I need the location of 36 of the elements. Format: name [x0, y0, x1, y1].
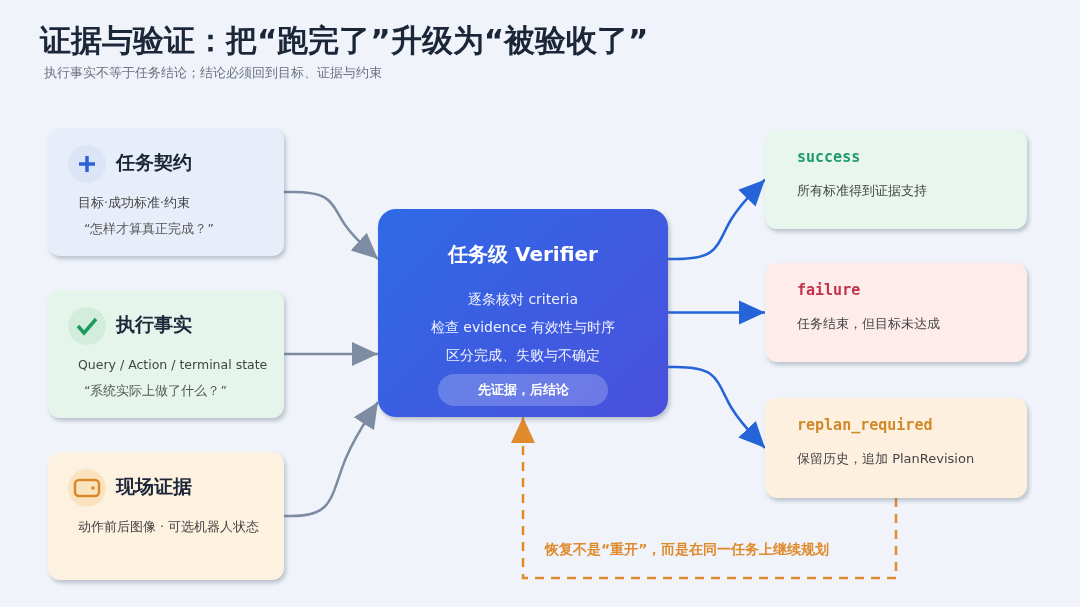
outcome-card: [765, 263, 1027, 362]
verifier-box: [378, 209, 668, 417]
outcome-description: 所有标准得到证据支持: [797, 182, 928, 200]
principle-pill: 先证据，后结论: [438, 374, 608, 406]
question-quote: “怎样才算真正完成？”: [84, 220, 215, 237]
card-description: 目标·成功标准·约束: [78, 194, 191, 211]
outcome-code: failure: [797, 281, 861, 299]
card-heading: 执行事实: [116, 312, 192, 337]
check-item: 检查 evidence 有效性与时序: [429, 319, 617, 337]
outcome-card: [765, 130, 1027, 229]
card-description: 动作前后图像 · 可选机器人状态: [78, 518, 260, 535]
edge-label: 恢复不是“重开”，而是在同一任务上继续规划: [543, 541, 832, 559]
outcome-code: replan_required: [797, 416, 933, 434]
arrow: [284, 401, 380, 518]
outcome-description: 保留历史，追加 PlanRevision: [797, 450, 976, 468]
card-heading: 任务契约: [116, 150, 192, 175]
arrow: [284, 342, 378, 366]
outcome-card: [765, 398, 1027, 498]
card-description: Query / Action / terminal state: [78, 356, 268, 373]
dashed-feedback-arrow: [511, 417, 898, 580]
question-quote: “系统实际上做了什么？”: [84, 382, 228, 399]
arrow: [668, 365, 766, 449]
title: 证据与验证：把“跑完了”升级为“被验收了”: [40, 21, 649, 60]
arrow: [668, 178, 766, 261]
outcome-description: 任务结束，但目标未达成: [797, 315, 941, 333]
arrow: [284, 190, 379, 260]
subtitle: 执行事实不等于任务结论；结论必须回到目标、证据与约束: [44, 64, 382, 82]
input-card: [48, 128, 284, 256]
input-card: [48, 290, 284, 418]
card-heading: 现场证据: [116, 474, 192, 499]
input-card: [48, 452, 284, 580]
check-item: 区分完成、失败与不确定: [445, 347, 601, 365]
check-item: 逐条核对 criteria: [466, 291, 580, 309]
verifier-title: 任务级 Verifier: [446, 241, 599, 268]
arrow: [668, 300, 765, 325]
outcome-code: success: [797, 148, 861, 166]
